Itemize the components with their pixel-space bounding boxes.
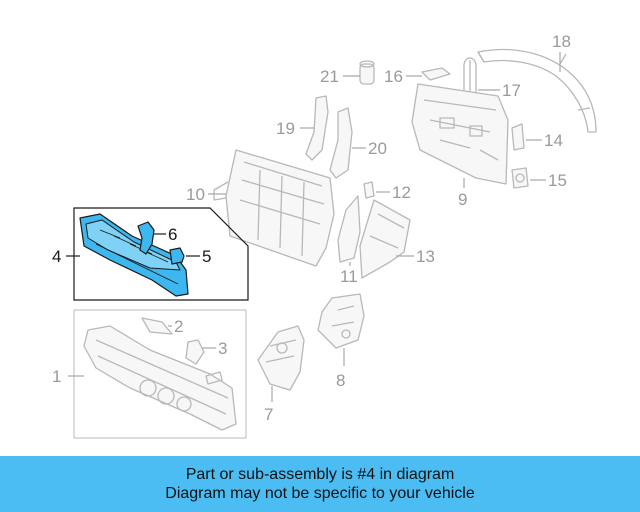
part-5-bracket[interactable]: 5 [169, 247, 211, 266]
part-14-bracket[interactable]: 14 [511, 123, 563, 151]
callout-13: 13 [416, 247, 435, 266]
part-15-bumper[interactable]: 15 [511, 167, 567, 190]
callout-21: 21 [320, 67, 339, 86]
banner-line-1: Part or sub-assembly is #4 in diagram [185, 466, 455, 483]
callout-20: 20 [368, 139, 387, 158]
part-17-spring[interactable]: 17 [463, 57, 521, 100]
callout-4: 4 [52, 247, 61, 266]
callout-8: 8 [336, 371, 345, 390]
part-13-wheelhouse[interactable]: 13 [359, 199, 435, 279]
callout-2: 2 [174, 317, 183, 336]
part-6-bracket[interactable]: 6 [137, 221, 177, 255]
callout-17: 17 [502, 81, 521, 100]
part-16-clip[interactable]: 16 [384, 67, 451, 86]
part-21-plug[interactable]: 21 [320, 60, 375, 86]
part-2-bracket[interactable]: 2 [141, 317, 183, 336]
callout-5: 5 [202, 247, 211, 266]
part-19-pillar[interactable]: 19 [276, 95, 329, 161]
callout-6: 6 [168, 225, 177, 244]
part-1-rear-panel-assembly[interactable]: 1 [52, 325, 237, 431]
part-12-bracket[interactable]: 12 [363, 181, 411, 202]
callout-11: 11 [340, 267, 358, 286]
callout-19: 19 [276, 119, 295, 138]
callout-15: 15 [548, 171, 567, 190]
parts-diagram: 18 21 16 17 9 14 15 [52, 32, 597, 439]
banner-line-2: Diagram may not be specific to your vehi… [165, 485, 475, 502]
info-banner: Part or sub-assembly is #4 in diagram Di… [0, 456, 640, 512]
part-3-bracket[interactable]: 3 [185, 339, 227, 365]
part-8-pillar-lower[interactable]: 8 [317, 293, 365, 390]
callout-10: 10 [186, 185, 205, 204]
part-4-rear-panel-upper[interactable]: 4 [52, 213, 189, 297]
callout-9: 9 [458, 190, 467, 209]
callout-1: 1 [52, 367, 61, 386]
callout-16: 16 [384, 67, 403, 86]
part-9-back-panel[interactable]: 9 [411, 83, 509, 209]
callout-3: 3 [218, 339, 227, 358]
callout-7: 7 [264, 405, 273, 424]
highlight-box [73, 207, 249, 301]
callout-12: 12 [392, 183, 411, 202]
assembly-box-1 [73, 309, 247, 439]
part-10-rear-panel[interactable]: 10 [186, 149, 335, 267]
callout-14: 14 [544, 131, 563, 150]
part-18-roof-rail[interactable]: 18 [477, 32, 597, 133]
part-20-pillar[interactable]: 20 [329, 107, 387, 179]
part-7-reinforcement[interactable]: 7 [257, 325, 305, 424]
callout-18: 18 [552, 32, 571, 51]
part-11-extension[interactable]: 11 [337, 195, 361, 286]
